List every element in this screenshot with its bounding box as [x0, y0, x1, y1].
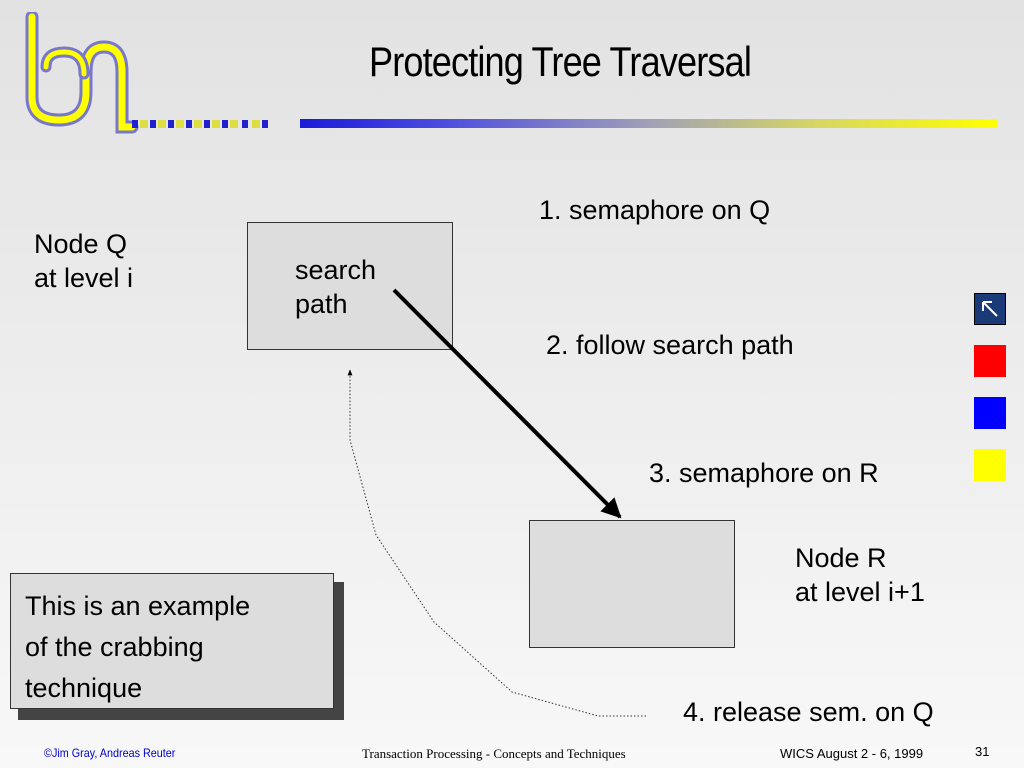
note-line3: technique — [25, 673, 143, 703]
footer-copyright: ©Jim Gray, Andreas Reuter — [44, 746, 176, 760]
step-4: 4. release sem. on Q — [683, 697, 934, 727]
slide-number: 31 — [975, 744, 990, 759]
yellow-action-button[interactable] — [974, 449, 1006, 481]
node-r-line1: Node R — [795, 543, 887, 573]
node-r-label: Node R at level i+1 — [795, 541, 925, 609]
arrow-up-left-icon — [982, 301, 998, 317]
red-action-button[interactable] — [974, 345, 1006, 377]
note-line1: This is an example — [25, 591, 251, 621]
step-1: 1. semaphore on Q — [539, 195, 771, 225]
node-q-label: Node Q at level i — [34, 227, 133, 295]
crabbing-note-box: This is an example of the crabbing techn… — [10, 573, 334, 709]
step-3: 3. semaphore on R — [649, 458, 879, 488]
node-q-line1: Node Q — [34, 229, 128, 259]
node-q-box: search path — [247, 222, 453, 350]
logo — [25, 12, 268, 134]
nav-back-button[interactable] — [974, 293, 1006, 325]
title-underline-bar — [300, 119, 997, 128]
search-path-label: search path — [295, 253, 376, 321]
blue-action-button[interactable] — [974, 397, 1006, 429]
node-r-line2: at level i+1 — [795, 577, 925, 607]
note-line2: of the crabbing — [25, 632, 204, 662]
footer-event: WICS August 2 - 6, 1999 — [780, 746, 924, 761]
footer-course-title: Transaction Processing - Concepts and Te… — [362, 746, 626, 761]
page-title: Protecting Tree Traversal — [368, 38, 752, 85]
search-path-line1: search — [295, 255, 377, 285]
node-r-box — [529, 520, 735, 648]
node-q-line2: at level i — [34, 263, 134, 293]
search-path-line2: path — [295, 289, 348, 319]
step-2: 2. follow search path — [546, 330, 794, 360]
